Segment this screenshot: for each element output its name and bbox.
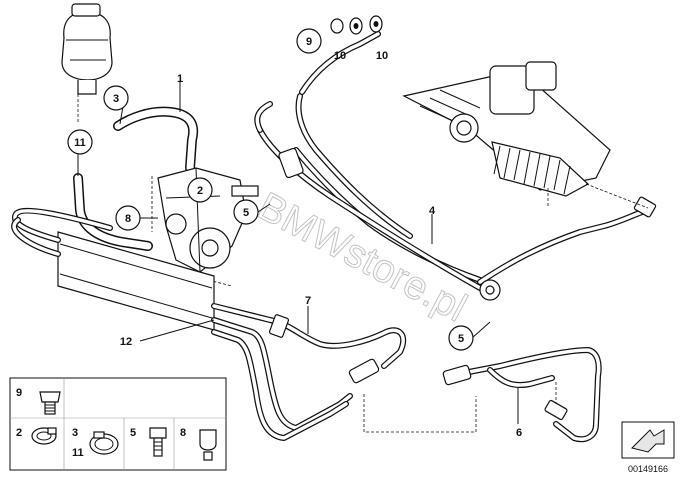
power-steering-pump[interactable]	[157, 167, 259, 273]
callout-1-text: 1	[177, 73, 183, 85]
callout-7-text: 7	[305, 295, 311, 307]
hose-clamp-icon-small	[31, 427, 57, 445]
callout-5a: 5	[233, 199, 259, 225]
callout-5b: 5	[448, 325, 474, 351]
callout-3-text: 3	[113, 93, 119, 105]
reservoir[interactable]	[61, 3, 113, 122]
hose-6-leader	[363, 382, 557, 433]
callout-2: 2	[187, 177, 213, 203]
direction-arrow-icon	[621, 421, 675, 459]
watermark: BMWstore.pl	[250, 184, 474, 331]
rack-boot	[491, 141, 590, 197]
oil-cooler-12[interactable]	[11, 207, 215, 331]
hose-11[interactable]	[73, 173, 153, 251]
return-hose-7[interactable]	[211, 303, 407, 441]
watermark-text: BMWstore.pl	[251, 184, 474, 330]
callout-4-text: 4	[429, 205, 436, 217]
legend-5: 5	[130, 427, 136, 439]
callout-11: 11	[67, 129, 93, 155]
callout-12-text: 12	[120, 336, 132, 348]
callout-11-text: 11	[74, 137, 86, 149]
callout-6-text: 6	[516, 427, 522, 439]
legend-3: 3	[72, 427, 78, 439]
callout-8: 8	[115, 205, 141, 231]
hose-1[interactable]	[113, 106, 199, 173]
legend-8: 8	[180, 427, 186, 439]
callout-8-text: 8	[125, 213, 131, 225]
steering-rack[interactable]	[402, 61, 611, 197]
callout-9-text: 9	[306, 36, 312, 48]
callout-3: 3	[103, 85, 129, 111]
callout-5b-text: 5	[458, 333, 464, 345]
clip-icon	[199, 429, 217, 461]
hose-6[interactable]	[442, 347, 602, 443]
legend-11: 11	[72, 447, 84, 459]
leader-lines	[77, 82, 519, 424]
hose-clamp-icon-large	[89, 431, 119, 455]
callout-2-text: 2	[197, 185, 203, 197]
callout-9: 9	[296, 28, 322, 54]
legend-2: 2	[16, 427, 22, 439]
bolt-icon	[149, 427, 167, 457]
callout-5a-text: 5	[243, 207, 249, 219]
callout-10a-text: 10	[334, 50, 346, 62]
small-parts-legend: 9 2 3 11 5 8	[9, 377, 227, 471]
diagram-id: 00149166	[628, 464, 668, 474]
hose-4[interactable]	[254, 31, 657, 301]
legend-9: 9	[16, 387, 22, 399]
rack-leader	[547, 183, 649, 209]
plug-screw-icon	[39, 391, 61, 415]
callout-10b-text: 10	[376, 50, 388, 62]
fittings-top	[330, 15, 383, 35]
